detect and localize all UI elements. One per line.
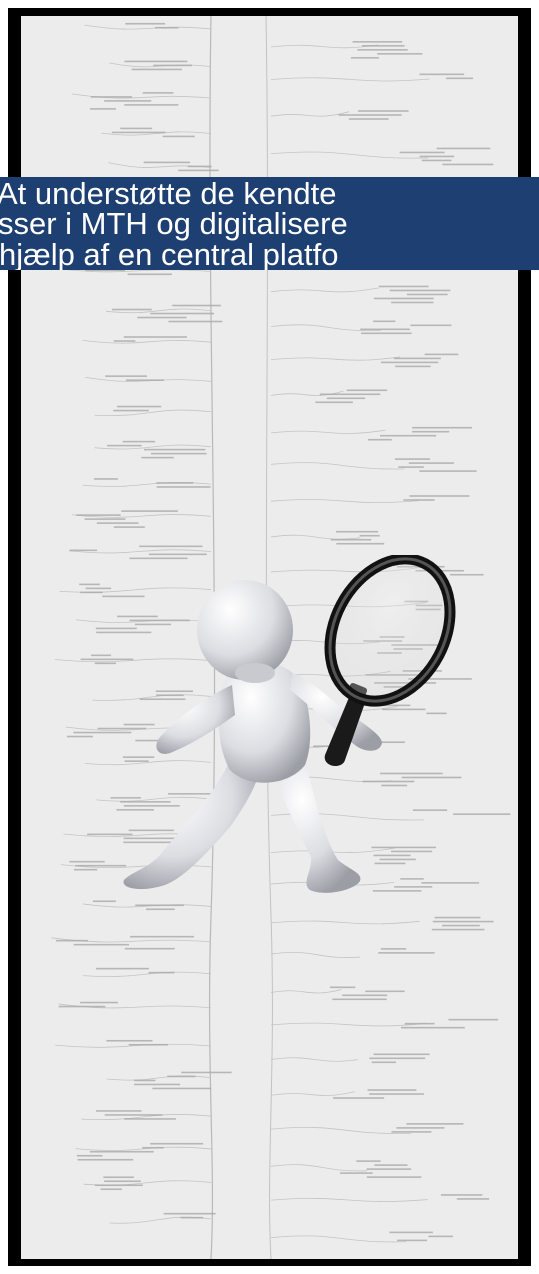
- banner-line-1: At understøtte de kendte: [0, 178, 536, 209]
- banner-line-3: hjælp af en central platfo: [0, 239, 538, 270]
- figure-illustration: [120, 555, 520, 925]
- title-banner: At understøtte de kendte sser i MTH og d…: [0, 177, 539, 270]
- banner-line-2: sser i MTH og digitalisere: [0, 208, 537, 239]
- magnifier-icon: [306, 555, 474, 766]
